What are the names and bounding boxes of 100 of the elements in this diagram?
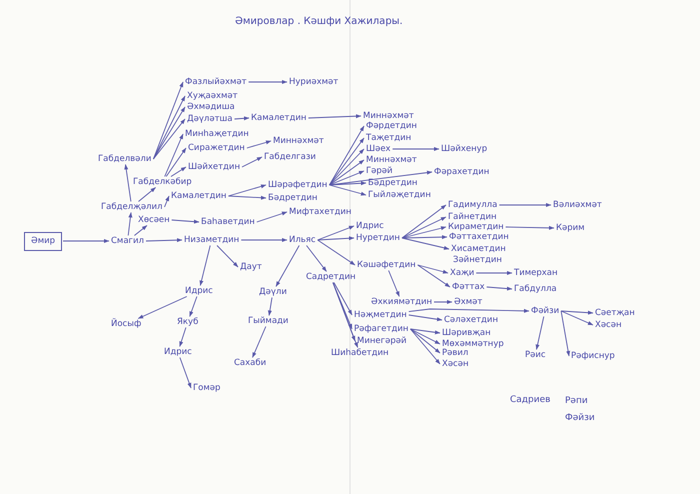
arrow: [246, 140, 272, 148]
arrow: [560, 310, 570, 356]
name-text: Шәйхенур: [440, 144, 488, 154]
name-text: Гыймади: [247, 316, 290, 326]
name-text: Баһаветдин: [200, 216, 256, 228]
name-text: Әхмәт: [453, 296, 484, 308]
note-text: Рәпи: [565, 396, 588, 406]
arrow: [560, 310, 594, 326]
name-text: Камалетдин: [250, 112, 308, 124]
arrow: [392, 146, 440, 152]
arrow: [317, 236, 354, 240]
arrow: [417, 264, 448, 274]
name-text: Нуриәхмәт: [288, 76, 340, 88]
name-text: Смагил: [110, 236, 145, 246]
arrow: [242, 156, 262, 168]
name-text: Кираметдин: [447, 222, 505, 232]
arrow: [498, 202, 552, 208]
arrow: [164, 196, 170, 208]
name-text: Гадимулла: [447, 200, 498, 210]
arrow: [417, 264, 450, 288]
name-text: Әхкиямәтдин: [370, 296, 434, 308]
name-text: Габделҗәлил: [100, 202, 164, 212]
arrow: [328, 181, 366, 186]
name-text: Идрис: [355, 220, 385, 232]
arrow: [388, 270, 400, 297]
name-text: Миннәхмәт: [365, 154, 418, 166]
name-text: Рәис: [524, 350, 547, 360]
arrow: [486, 286, 512, 291]
name-text: Камалетдин: [170, 190, 228, 202]
name-text: Рәвил: [441, 348, 470, 358]
arrow: [476, 270, 512, 276]
name-text: Идрис: [163, 346, 193, 358]
title: Әмировлар . Кәшфи Хажилары.: [235, 16, 403, 27]
name-text: Хуҗаәхмәт: [186, 90, 239, 102]
arrow: [333, 282, 352, 316]
name-text: Минһаҗетдин: [184, 128, 250, 140]
name-text: Сиражетдин: [187, 142, 246, 154]
arrow: [152, 118, 186, 160]
arrow: [328, 126, 364, 186]
arrow: [62, 238, 110, 244]
name-text: Гәрәй: [365, 166, 394, 176]
name-text: Фәрдетдин: [365, 120, 418, 132]
arrow: [410, 328, 440, 344]
name-text: Әхмәдиша: [186, 102, 236, 112]
name-text: Минегәрәй: [356, 336, 408, 346]
arrow: [268, 297, 272, 316]
arrow: [256, 212, 288, 222]
name-text: Шәривҗан: [441, 328, 492, 338]
arrow: [402, 204, 446, 238]
name-text: Гыйләҗетдин: [367, 190, 432, 200]
name-text: Дәүли: [258, 286, 288, 298]
name-text: Габделкәбир: [132, 176, 193, 188]
arrow: [328, 138, 364, 186]
arrow: [276, 245, 300, 287]
name-text: Фәттахетдин: [448, 232, 510, 242]
name-text: Фазлыйәхмәт: [184, 76, 248, 88]
name-text: Шиһабетдин: [330, 348, 390, 358]
arrow: [402, 238, 450, 250]
arrow: [240, 238, 288, 242]
name-text: Низаметдин: [183, 234, 240, 246]
arrow: [306, 245, 327, 272]
name-text: Шәйхетдин: [187, 162, 242, 172]
name-text: Хөсәен: [137, 214, 171, 226]
name-text: Шәрәфетдин: [267, 180, 328, 190]
arrow: [408, 308, 530, 313]
arrow: [166, 148, 186, 177]
arrow: [228, 196, 266, 200]
name-text: Хаҗи: [449, 268, 476, 278]
arrow: [128, 212, 132, 236]
arrow: [536, 316, 544, 350]
arrow: [402, 226, 446, 238]
name-text: Сахаби: [233, 358, 268, 368]
arrow: [189, 296, 198, 317]
name-text: Хисаметдин: [450, 244, 507, 254]
name-text: Рәфагетдин: [353, 324, 410, 334]
arrow: [410, 328, 440, 334]
name-text: Идрис: [184, 286, 214, 296]
arrow: [124, 164, 132, 202]
arrow: [328, 148, 364, 186]
arrow: [328, 184, 366, 196]
name-text: Миннәхмәт: [362, 110, 415, 122]
arrow: [200, 245, 211, 286]
name-text: Габделвәли: [97, 154, 152, 164]
name-text: Тимерхан: [513, 268, 559, 278]
name-text: Мифтахетдин: [288, 206, 352, 218]
root-name-box: Әмир: [24, 232, 62, 250]
arrow: [216, 245, 238, 268]
name-text: Габдулла: [513, 284, 558, 294]
name-text: Фәйзи: [530, 306, 560, 316]
name-text: Вәлиәхмәт: [552, 200, 603, 210]
name-text: Нәҗметдин: [353, 310, 408, 320]
name-text: Кәрим: [555, 222, 586, 234]
name-text: Фәттах: [451, 282, 486, 292]
name-text: Бәдретдин: [267, 192, 318, 204]
arrow: [434, 300, 452, 304]
arrow: [410, 328, 440, 354]
arrow: [234, 116, 250, 120]
name-text: Садретдин: [305, 272, 357, 282]
note-text: Садриев: [510, 395, 550, 405]
arrow: [308, 114, 362, 118]
